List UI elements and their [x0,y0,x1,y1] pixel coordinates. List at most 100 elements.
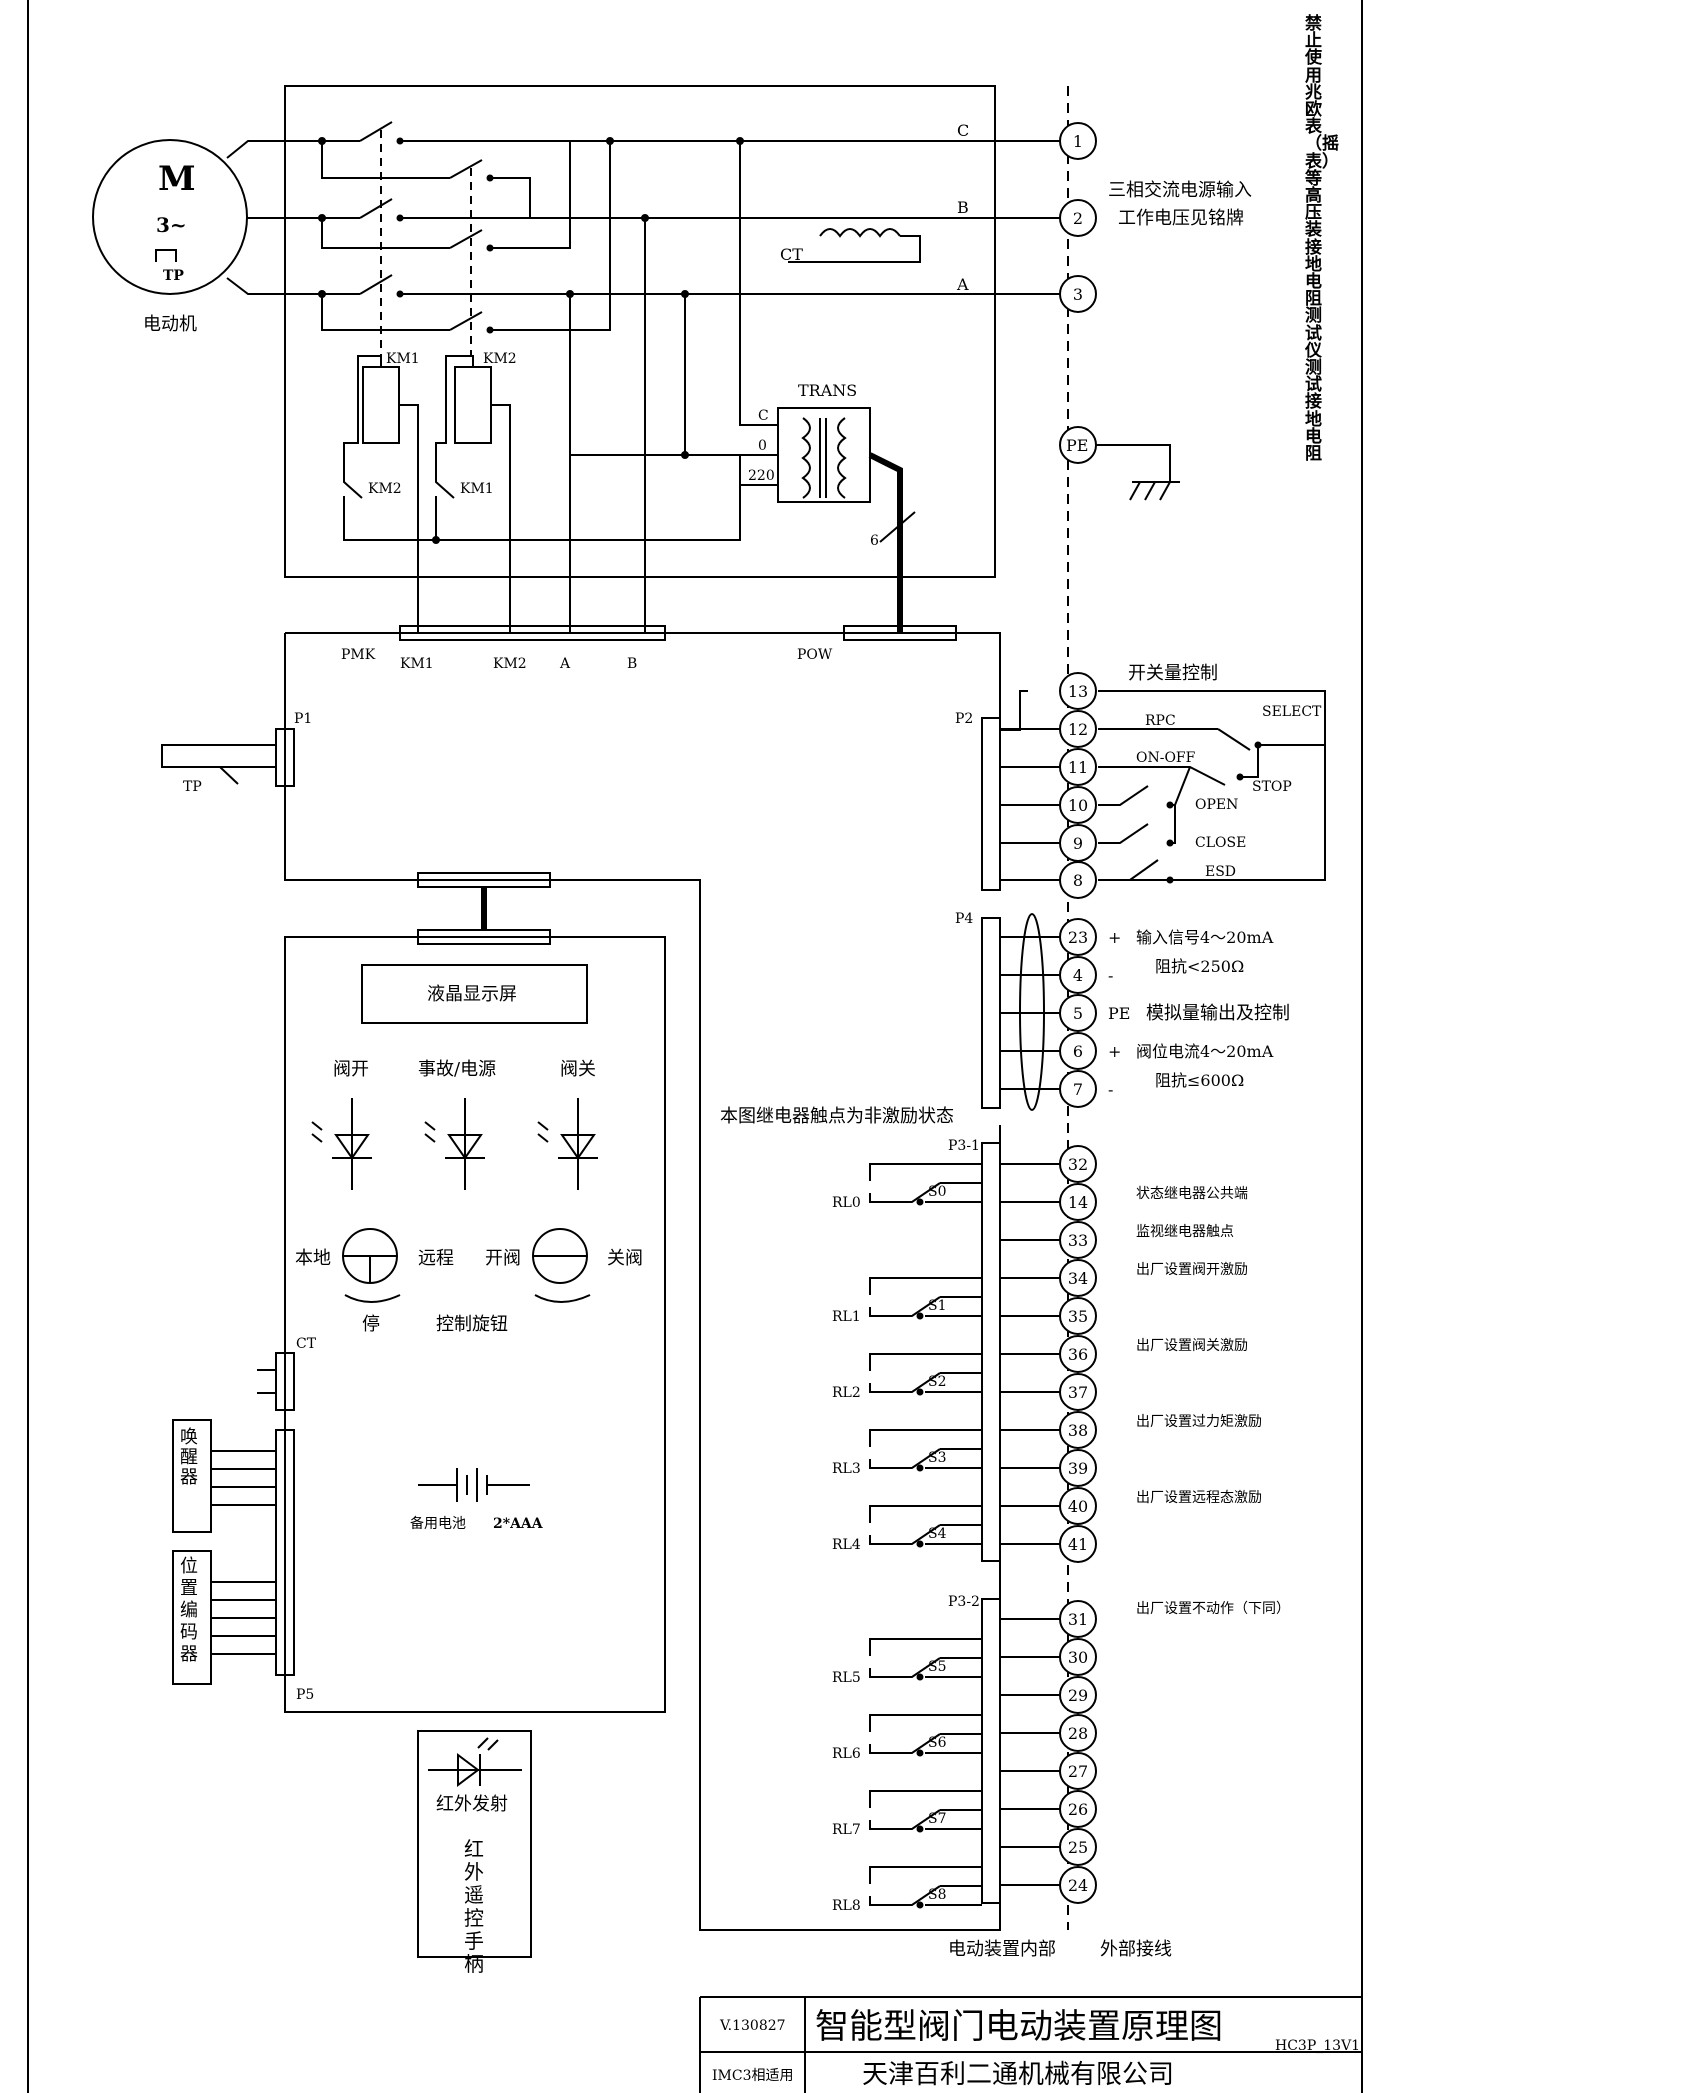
ct-connector-label: CT [296,1336,317,1352]
tp-switch [161,744,276,785]
terminal-circle [1059,1525,1097,1563]
p31-connector [981,1142,1001,1562]
controller-outline2 [284,633,1001,1931]
km2-contacts [321,141,611,356]
relay-note: 本图继电器触点为非激励状态 [720,1106,954,1127]
motor-lead-a [226,277,310,295]
relay-desc-3: 出厂设置阀开激励 [1136,1261,1248,1278]
p1-label: P1 [294,711,312,727]
analog-l3: 模拟量输出及控制 [1146,1003,1290,1024]
battery-label: 备用电池 [410,1515,466,1532]
p4-plus-2: + [1108,1042,1121,1061]
led-fault-icon [424,1098,485,1190]
terminal-circle [1059,199,1097,237]
interlock-km1: KM1 [460,481,494,497]
tp-label: TP [183,779,202,795]
terminal-circle [1059,1183,1097,1221]
knob-remote: 远程 [418,1248,454,1269]
ct-label: CT [780,245,803,264]
coil-wire [435,355,474,478]
knob-label: 控制旋钮 [436,1314,508,1335]
terminal-number: 31 [1068,1610,1088,1629]
power-input-l1: 三相交流电源输入 [1108,180,1252,201]
terminal-circle [1059,1373,1097,1411]
pmk-km2: KM2 [493,656,527,672]
led-open-icon [311,1098,372,1190]
relay-label: RL8 [832,1898,861,1914]
rpc-label: RPC [1145,713,1176,729]
terminal-circle [1059,1600,1097,1638]
switch-label: S5 [928,1659,947,1675]
p31-label: P3-1 [948,1138,980,1154]
relay-desc-1: 状态继电器公共端 [1136,1186,1248,1202]
relay-label: RL3 [832,1461,861,1477]
terminal-circle [1059,275,1097,313]
junction [432,536,440,544]
switch-label: S3 [928,1450,947,1466]
lcd-box [361,964,588,1024]
relay-label: RL7 [832,1822,861,1838]
knob-stop: 停 [362,1314,380,1335]
relay-label: RL6 [832,1746,861,1762]
pmk-connector [399,625,666,641]
terminal-number: 12 [1068,720,1088,739]
switch-ctrl-wiring [1000,690,1326,884]
led-close-icon [537,1098,598,1190]
km1-coil-label: KM1 [386,351,420,367]
diagram-title: 智能型阀门电动装置原理图 [815,2007,1223,2047]
p4-pe: PE [1108,1004,1130,1023]
motor-lead-c [226,140,310,159]
pow-label: POW [797,647,833,663]
pmk-label: PMK [341,647,376,663]
terminal-circle [1059,1828,1097,1866]
applies-to: IMC3相适用 [712,2068,793,2084]
terminal-number: 27 [1068,1762,1088,1781]
relay-desc-5: 出厂设置过力矩激励 [1136,1413,1262,1430]
interlock-km2: KM2 [368,481,402,497]
motor-m: M [158,159,196,199]
ct-coil-icon [819,228,901,238]
terminal-circle [1059,1070,1097,1108]
terminal-circle [1059,1638,1097,1676]
trans-220: 220 [748,468,775,484]
power-terminals: 123 [1059,122,1097,313]
phase-b-label: B [957,198,969,217]
relay-desc-2: 监视继电器触点 [1136,1224,1234,1240]
stop-label: STOP [1252,779,1292,795]
terminal-number: 39 [1068,1459,1088,1478]
knob-local: 本地 [295,1248,331,1269]
p32-label: P3-2 [948,1594,980,1610]
terminal-circle [1059,861,1097,899]
relay-label: RL4 [832,1537,861,1553]
terminal-number: 2 [1073,209,1083,228]
onoff-label: ON-OFF [1136,750,1196,766]
analog-l2: 阻抗<250Ω [1155,957,1244,976]
terminal-number: 5 [1073,1004,1083,1023]
terminal-number: 24 [1068,1876,1088,1895]
knob-close: 关阀 [607,1248,643,1269]
terminal-number: 35 [1068,1307,1088,1326]
terminal-number: 23 [1068,928,1088,947]
inside-label: 电动装置内部 [948,1939,1056,1960]
junction [318,290,326,298]
version: V.130827 [719,2018,786,2034]
terminal-circle [1059,672,1097,710]
knob-arrow [344,1294,401,1303]
switch-label: S1 [928,1298,947,1314]
terminal-number: 8 [1073,871,1083,890]
wake-label: 唤醒器 [180,1427,198,1488]
p4-minus-2: - [1108,1080,1113,1099]
terminal-number: 40 [1068,1497,1088,1516]
p4-connector [981,917,1001,1109]
p5-connector [275,1429,295,1676]
analog-l1: 输入信号4～20mA [1136,928,1274,947]
terminal-number: 4 [1073,966,1083,985]
switch-label: S0 [928,1184,947,1200]
terminal-circle [1059,1411,1097,1449]
terminal-number: 26 [1068,1800,1088,1819]
transformer [777,407,871,503]
pmk-b: B [627,656,637,672]
knob-open: 开阀 [485,1248,521,1269]
p4-label: P4 [955,911,973,927]
